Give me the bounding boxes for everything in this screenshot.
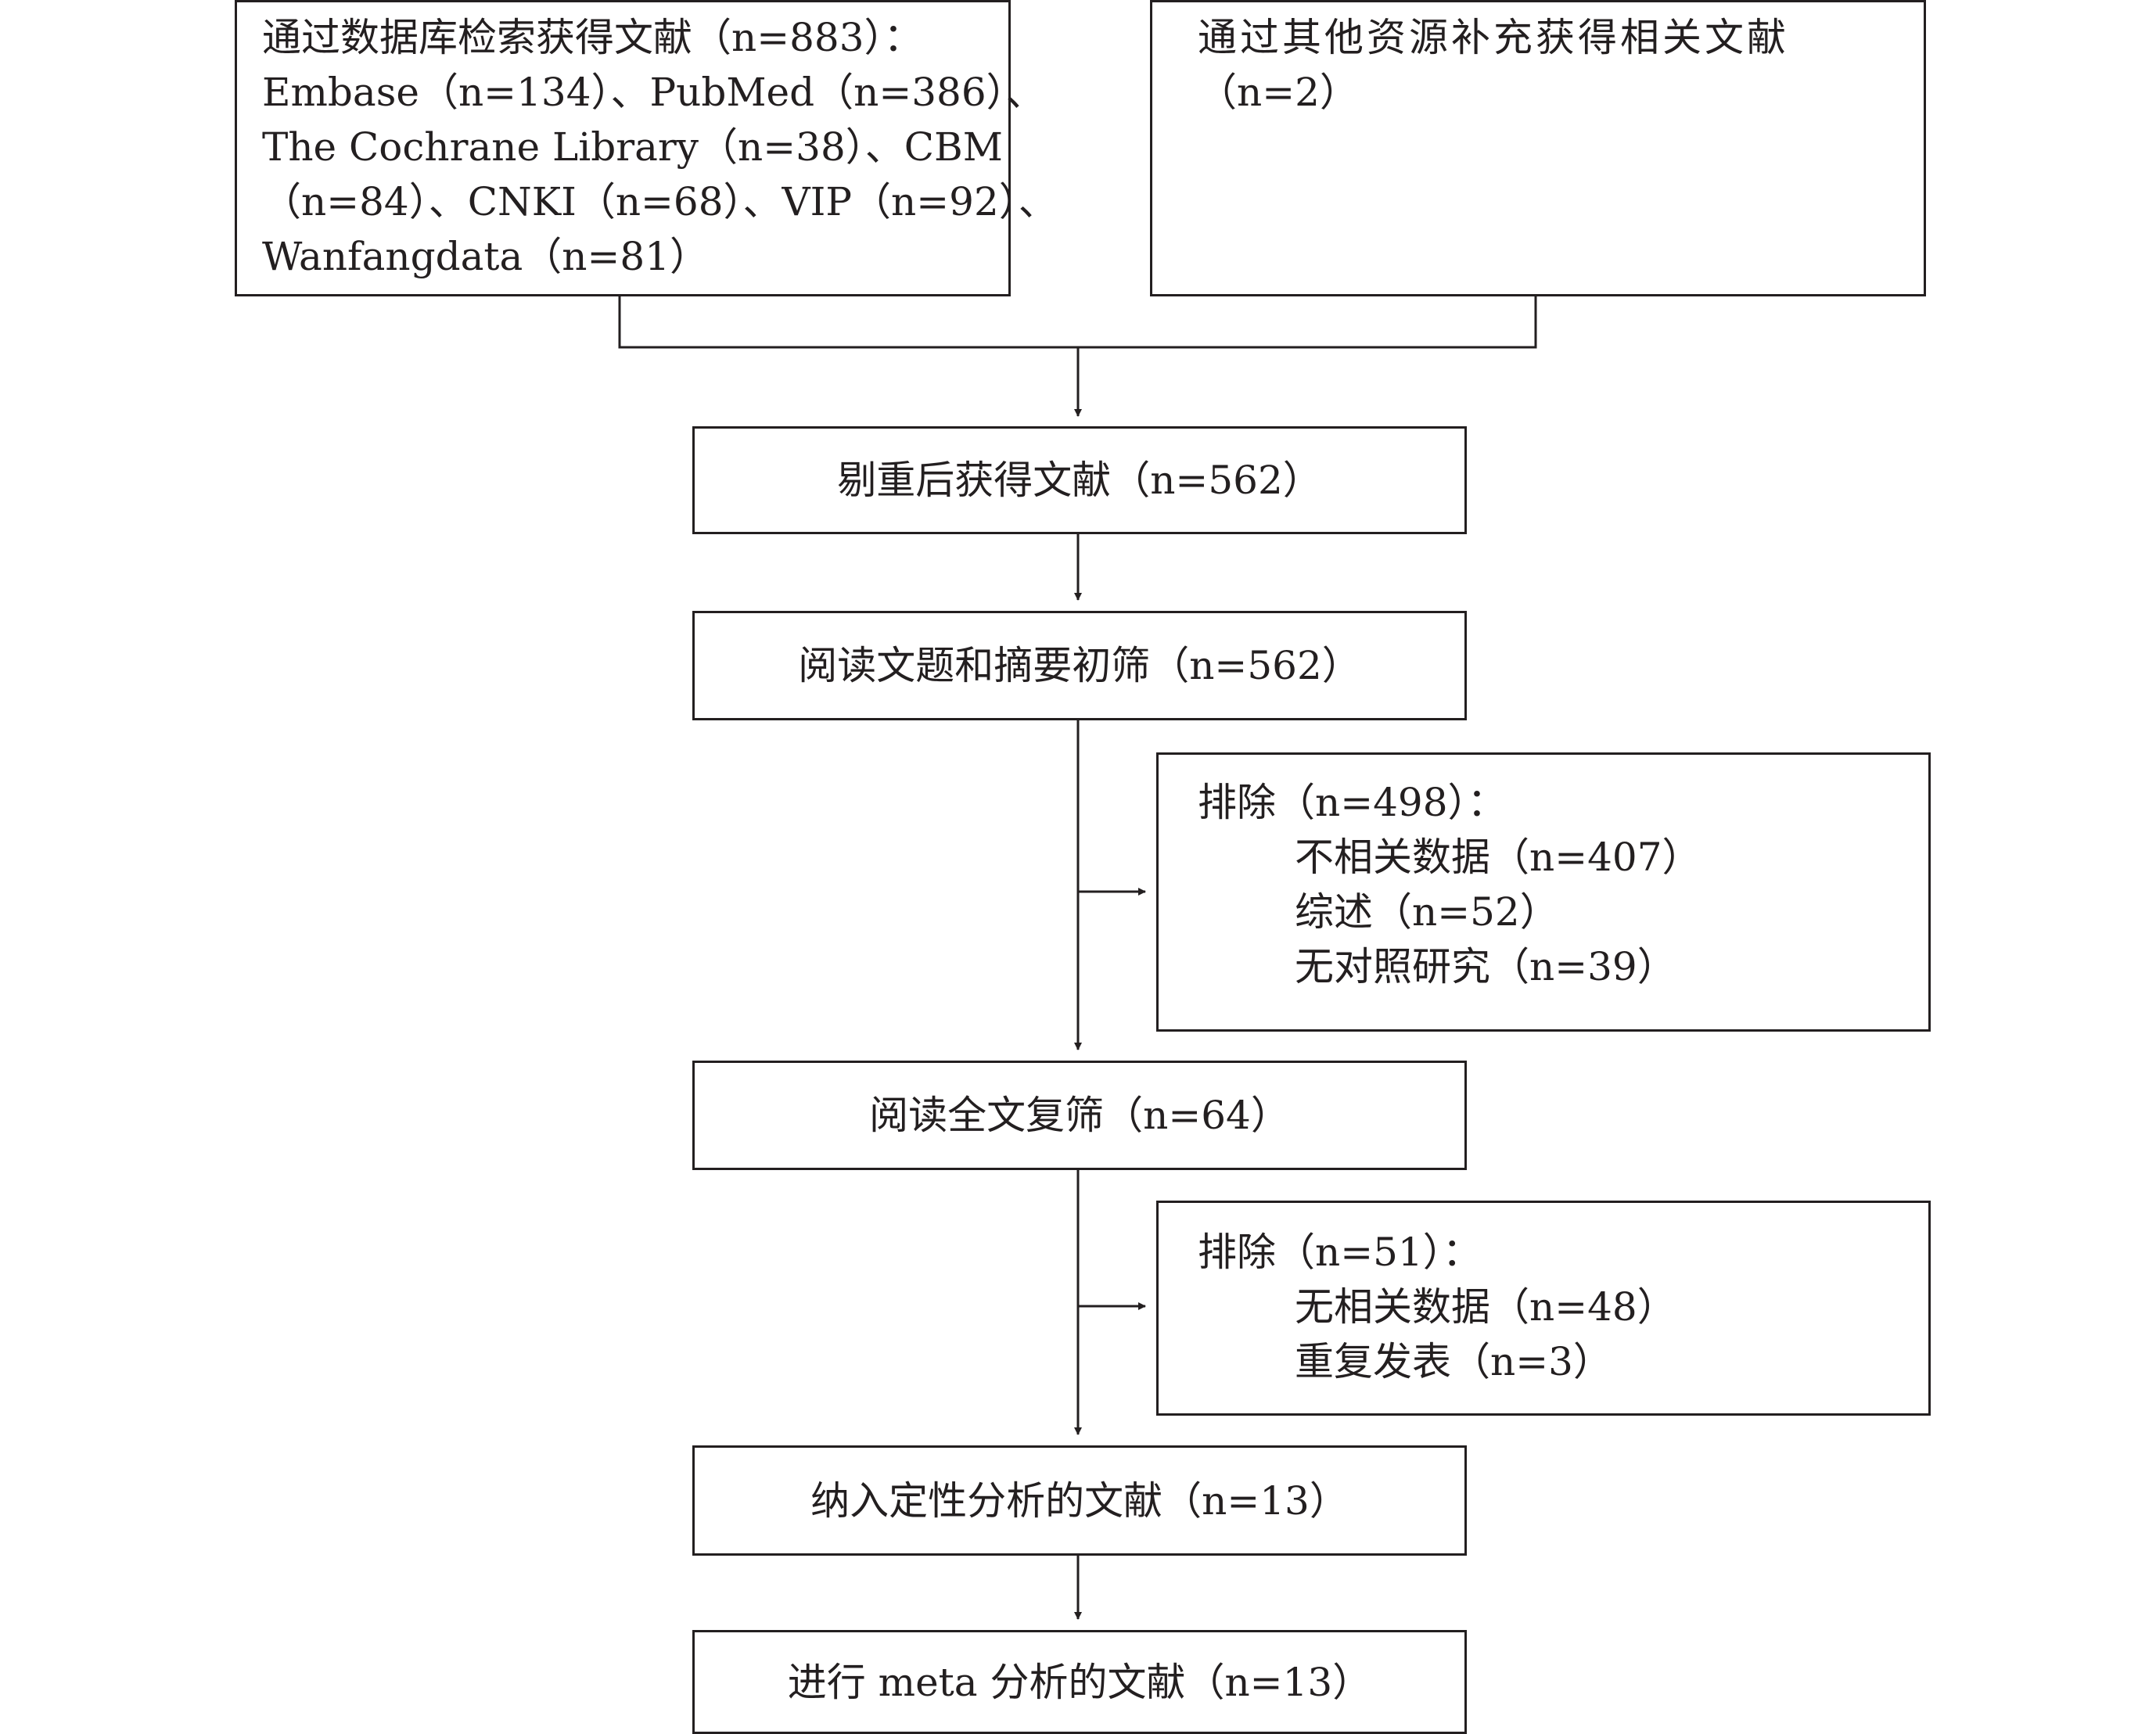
- qualitative-label: 纳入定性分析的文献（n=13）: [810, 1477, 1349, 1524]
- db-search-line: Wanfangdata（n=81）: [262, 234, 710, 279]
- dedup-box: 剔重后获得文献（n=562）: [692, 426, 1467, 534]
- other-sources-box: 通过其他资源补充获得相关文献 （n=2）: [1150, 0, 1926, 296]
- db-search-box: 通过数据库检索获得文献（n=883）： Embase（n=134）、PubMed…: [235, 0, 1058, 296]
- qualitative-box: 纳入定性分析的文献（n=13）: [692, 1445, 1467, 1556]
- title-abstract-label: 阅读文题和摘要初筛（n=562）: [798, 643, 1361, 688]
- exclude-2-box: 排除（n=51）： 无相关数据（n=48） 重复发表（n=3）: [1156, 1201, 1931, 1416]
- fulltext-box: 阅读全文复筛（n=64）: [692, 1061, 1467, 1170]
- db-search-line: Embase（n=134）、PubMed（n=386）、: [262, 70, 1045, 115]
- exclude-1-box: 排除（n=498）： 不相关数据（n=407） 综述（n=52） 无对照研究（n…: [1156, 752, 1931, 1032]
- exclude-1-item: 无对照研究（n=39）: [1295, 944, 1676, 989]
- fulltext-label: 阅读全文复筛（n=64）: [869, 1093, 1290, 1138]
- dedup-label: 剔重后获得文献（n=562）: [837, 458, 1322, 503]
- title-abstract-box: 阅读文题和摘要初筛（n=562）: [692, 611, 1467, 720]
- exclude-2-item: 重复发表（n=3）: [1295, 1339, 1612, 1384]
- db-search-line: 通过数据库检索获得文献（n=883）：: [262, 15, 923, 60]
- exclude-1-head: 排除（n=498）：: [1198, 780, 1507, 825]
- meta-box: 进行 meta 分析的文献（n=13）: [692, 1630, 1467, 1734]
- exclude-2-item: 无相关数据（n=48）: [1295, 1284, 1676, 1330]
- exclude-2-head: 排除（n=51）：: [1198, 1230, 1482, 1275]
- db-search-line: （n=84）、CNKI（n=68）、VIP（n=92）、: [262, 179, 1058, 224]
- exclude-1-item: 不相关数据（n=407）: [1295, 835, 1701, 880]
- meta-label: 进行 meta 分析的文献（n=13）: [787, 1659, 1372, 1705]
- db-search-line: The Cochrane Library（n=38）、CBM: [262, 124, 1003, 170]
- other-sources-line: 通过其他资源补充获得相关文献: [1198, 15, 1789, 60]
- merge-connector: [618, 296, 1537, 349]
- exclude-1-item: 综述（n=52）: [1295, 889, 1559, 935]
- other-sources-line: （n=2）: [1198, 70, 1359, 115]
